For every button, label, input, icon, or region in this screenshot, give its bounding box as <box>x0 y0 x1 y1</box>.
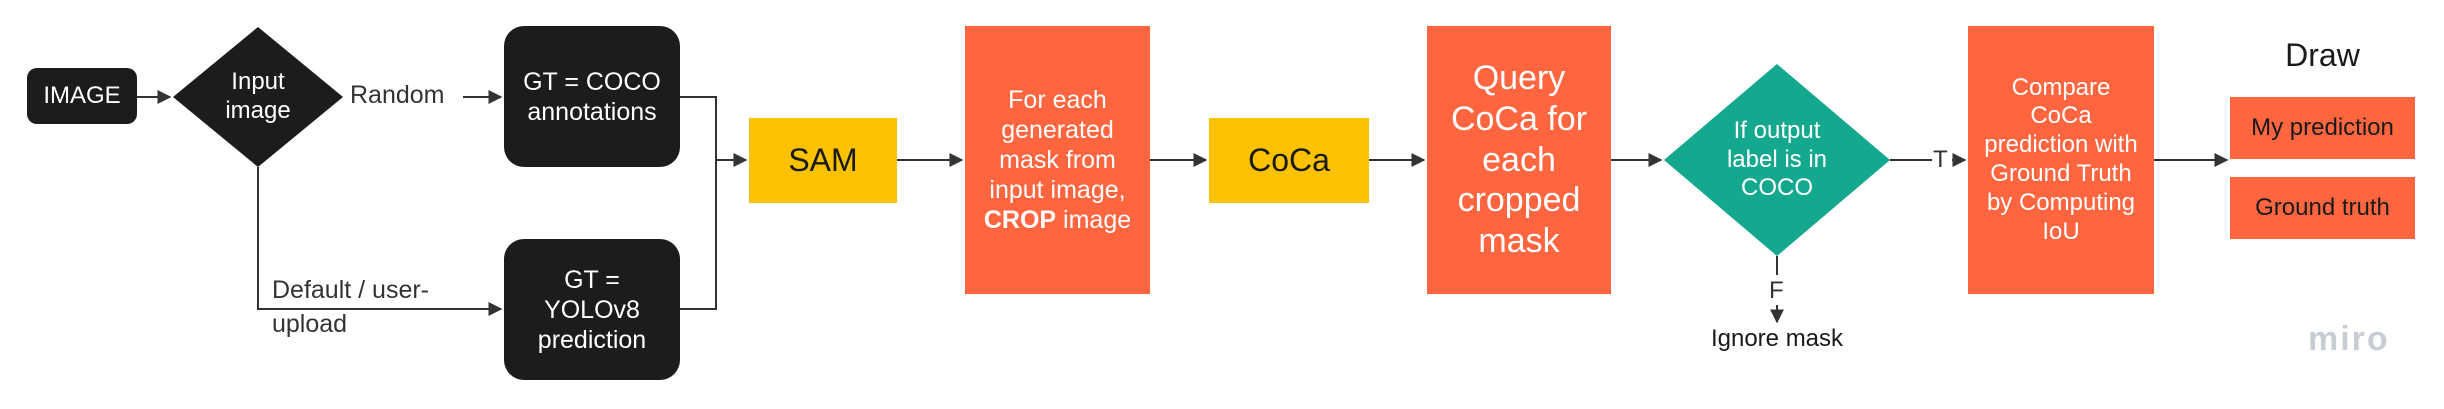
miro-watermark: miro <box>2308 320 2390 358</box>
compare-node[interactable] <box>1968 26 2154 294</box>
input-image-decision[interactable] <box>173 27 343 167</box>
gt-yolo-label: GT = YOLOv8 prediction <box>537 265 647 354</box>
crop-label-text: For each generated mask from input image… <box>971 85 1144 235</box>
coco-check-decision[interactable] <box>1664 64 1890 256</box>
query-coca-node[interactable] <box>1427 26 1611 294</box>
sam-node[interactable] <box>749 118 897 203</box>
sam-label: SAM <box>788 142 858 179</box>
false-edge-label: F <box>1769 277 1784 304</box>
gt-coco-label: GT = COCO annotations <box>523 67 661 126</box>
arrow-input-to-yolo <box>257 167 503 316</box>
ground-truth-box[interactable] <box>2230 177 2415 239</box>
image-label: IMAGE <box>43 81 121 109</box>
crop-label: For each generated mask from input image… <box>971 30 1144 290</box>
crop-label-lead: For each generated mask from input image… <box>989 86 1126 204</box>
compare-label: Compare CoCa prediction with Ground Trut… <box>1984 73 2138 245</box>
arrow-coco-to-sam <box>680 96 748 167</box>
crop-node[interactable] <box>965 26 1150 294</box>
gt-coco-node[interactable] <box>504 26 680 167</box>
random-edge-label: Random <box>350 81 445 109</box>
coca-label: CoCa <box>1248 142 1330 179</box>
ground-truth-label: Ground truth <box>2255 193 2390 221</box>
query-coca-label: Query CoCa for each cropped mask <box>1450 59 1588 261</box>
default-upload-edge-label: Default / user-upload <box>272 276 430 338</box>
crop-label-bold: CROP <box>983 206 1057 234</box>
crop-label-tail: image <box>1063 206 1132 234</box>
image-node[interactable] <box>27 68 137 124</box>
ignore-mask-label: Ignore mask <box>1710 324 1844 352</box>
gt-yolo-node[interactable] <box>504 239 680 380</box>
my-prediction-box[interactable] <box>2230 97 2415 159</box>
draw-title: Draw <box>2285 36 2360 73</box>
coca-node[interactable] <box>1209 118 1369 203</box>
arrow-yolo-to-sam <box>680 160 717 310</box>
true-edge-label: T <box>1933 146 1948 173</box>
my-prediction-label: My prediction <box>2251 113 2394 141</box>
decision-label: If output label is in COCO <box>1726 116 1828 202</box>
input-image-label: Input image <box>225 68 291 124</box>
